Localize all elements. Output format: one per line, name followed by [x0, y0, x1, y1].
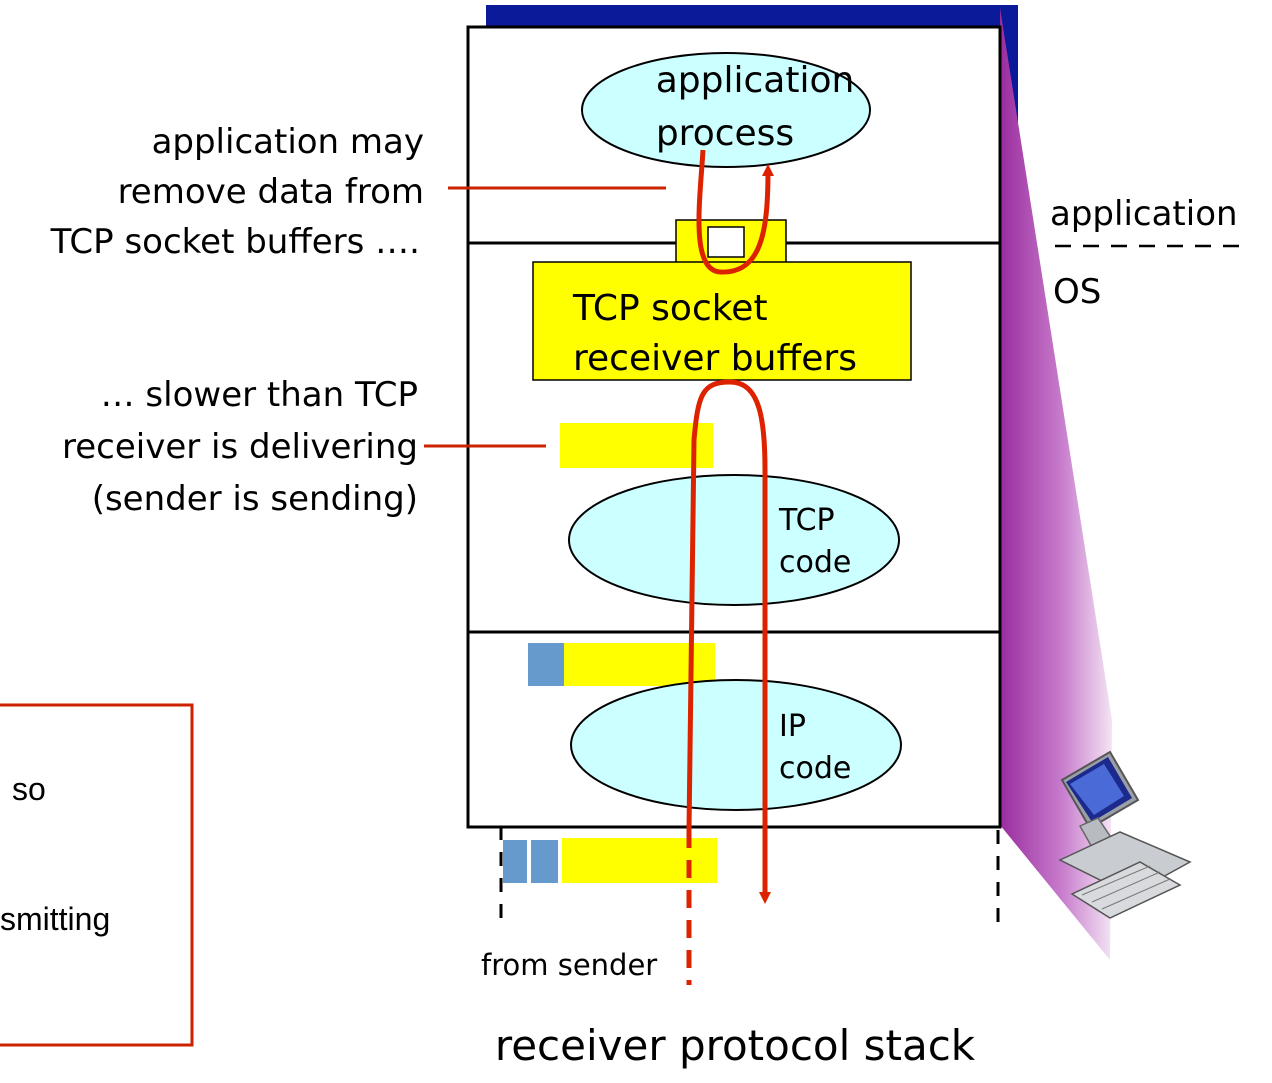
os-wedge	[1000, 8, 1112, 960]
callout-text-1: so	[12, 771, 46, 807]
frame-header-2	[531, 840, 558, 883]
socket-hole	[707, 226, 745, 258]
tcp-segment	[560, 423, 713, 468]
remove-annotation-1: application may	[152, 122, 424, 162]
diagram-caption: receiver protocol stack	[495, 1021, 976, 1070]
socket-buffers-label-1: TCP socket	[572, 288, 768, 329]
data-path-up	[686, 379, 771, 904]
tcp-code-ellipse	[568, 474, 900, 606]
socket-buffers-label-2: receiver buffers	[573, 338, 857, 379]
slower-annotation-2: receiver is delivering	[62, 427, 418, 467]
tcp-code-label-2: code	[779, 545, 851, 580]
from-sender-label: from sender	[481, 948, 657, 982]
ip-code-label-2: code	[779, 751, 851, 786]
frame-header-1	[503, 840, 527, 883]
app-read-path	[696, 149, 774, 275]
frame-payload	[562, 838, 717, 883]
callout-box	[0, 703, 194, 1047]
slower-annotation-3: (sender is sending)	[92, 479, 418, 519]
computer-icon	[1058, 750, 1192, 919]
tcp-code-label-1: TCP	[778, 503, 835, 538]
ip-header	[528, 643, 564, 686]
app-process-label-1: application	[656, 60, 855, 101]
callout-text-2: smitting	[0, 901, 110, 937]
remove-annotation-2: remove data from	[118, 172, 424, 212]
os-side-label: OS	[1053, 272, 1101, 312]
ip-code-label-1: IP	[779, 709, 806, 744]
socket-buffers-box	[532, 261, 912, 381]
app-process-label-2: process	[656, 113, 794, 154]
application-side-label: application	[1050, 194, 1238, 234]
ip-code-ellipse	[570, 679, 902, 811]
remove-annotation-3: TCP socket buffers ….	[50, 222, 420, 262]
slower-annotation-1: … slower than TCP	[101, 375, 418, 415]
application-process-ellipse	[581, 52, 871, 168]
